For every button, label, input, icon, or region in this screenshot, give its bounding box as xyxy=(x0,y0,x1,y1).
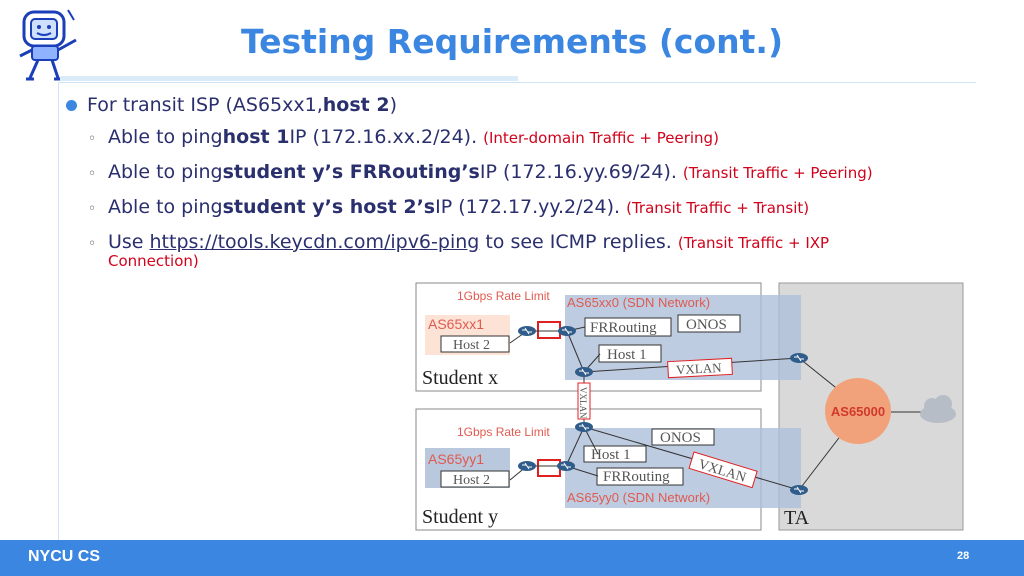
student-y-onos-box xyxy=(651,428,715,446)
sub-bullet-1-pre: Able to ping xyxy=(108,126,223,148)
router-icon xyxy=(517,460,537,472)
student-y-onos: ONOS xyxy=(660,430,701,446)
student-y-host2: Host 2 xyxy=(453,473,490,488)
title-underline xyxy=(60,76,518,81)
vxlan-x-tag: VXLAN xyxy=(667,357,733,379)
student-y-rate-limit: 1Gbps Rate Limit xyxy=(457,425,550,439)
student-x-host2: Host 2 xyxy=(453,338,490,353)
cloud-icon xyxy=(920,395,956,423)
main-bullet-bold: host 2 xyxy=(322,94,390,116)
ipv6-ping-link[interactable]: https://tools.keycdn.com/ipv6-ping xyxy=(149,231,480,253)
sub-bullet-4: ◦ Use https://tools.keycdn.com/ipv6-ping… xyxy=(88,225,966,260)
vxlan-vertical-label: VXLAN xyxy=(578,387,588,419)
sub-bullet-2-pre: Able to ping xyxy=(108,161,223,183)
sub-bullet-3-bold: student y’s host 2’s xyxy=(222,196,436,218)
sub-bullet-4-note: (Transit Traffic + IXP xyxy=(677,234,830,252)
footer-bar: NYCU CS 28 xyxy=(0,540,1024,576)
ta-label: TA xyxy=(784,507,810,529)
main-bullet-suffix: ) xyxy=(389,94,397,116)
student-x-as-label: AS65xx1 xyxy=(428,316,484,332)
student-x-frr: FRRouting xyxy=(590,320,657,336)
sub-bullet-3: ◦ Able to ping student y’s host 2’s IP (… xyxy=(88,190,966,225)
sub-bullet-1-note: (Inter-domain Traffic + Peering) xyxy=(483,129,719,147)
bullet-list: For transit ISP (AS65xx1, host 2) ◦ Able… xyxy=(66,90,966,270)
sub-bullet-4-post: to see ICMP replies. xyxy=(485,231,672,253)
sub-bullet-4-pre: Use xyxy=(108,231,144,253)
student-y-host1: Host 1 xyxy=(591,447,631,463)
sub-bullet-3-pre: Able to ping xyxy=(108,196,223,218)
sub-bullet-marker-icon: ◦ xyxy=(88,236,97,252)
content-frame xyxy=(58,82,976,541)
student-x-host2-box xyxy=(440,335,510,353)
router-icon xyxy=(557,325,577,337)
student-y-sdn-label: AS65yy0 (SDN Network) xyxy=(567,490,710,505)
sub-bullet-1: ◦ Able to ping host 1 IP (172.16.xx.2/24… xyxy=(88,120,966,155)
student-x-onos-box xyxy=(677,314,741,333)
sub-bullet-marker-icon: ◦ xyxy=(88,166,97,182)
router-icon xyxy=(789,352,809,364)
student-x-host1: Host 1 xyxy=(607,347,647,363)
router-icon xyxy=(556,460,576,472)
bullet-dot-icon xyxy=(66,99,77,111)
student-x-onos: ONOS xyxy=(686,317,727,333)
main-bullet-prefix: For transit ISP (AS65xx1, xyxy=(87,94,323,116)
sub-bullet-4-note-cont: Connection) xyxy=(108,252,199,270)
student-y-frr-box xyxy=(596,467,684,486)
student-x-sdn-label: AS65xx0 (SDN Network) xyxy=(567,295,710,310)
student-x-host1-box xyxy=(598,344,662,363)
page-title: Testing Requirements (cont.) xyxy=(240,22,784,61)
sub-bullet-2-post: IP (172.16.yy.69/24). xyxy=(479,161,677,183)
robot-logo-icon xyxy=(19,9,77,81)
sub-bullet-3-post: IP (172.17.yy.2/24). xyxy=(435,196,621,218)
as65000-node xyxy=(825,378,891,444)
student-y-host1-box xyxy=(583,445,647,463)
sub-bullet-3-note: (Transit Traffic + Transit) xyxy=(626,199,810,217)
router-icon xyxy=(574,421,594,433)
student-x-label: Student x xyxy=(422,367,498,389)
sub-bullet-2-bold: student y’s FRRouting’s xyxy=(222,161,480,183)
sub-bullet-1-bold: host 1 xyxy=(222,126,290,148)
student-y-label: Student y xyxy=(422,506,498,528)
sub-bullet-marker-icon: ◦ xyxy=(88,131,97,147)
as65000-label: AS65000 xyxy=(831,404,885,419)
vxlan-x-label: VXLAN xyxy=(676,360,723,377)
router-icon xyxy=(574,366,594,378)
student-y-frr: FRRouting xyxy=(603,469,670,485)
footer-label: NYCU CS xyxy=(28,548,101,565)
student-x-rate-limit: 1Gbps Rate Limit xyxy=(457,289,550,303)
sub-bullet-marker-icon: ◦ xyxy=(88,201,97,217)
vxlan-vertical-tag: VXLAN xyxy=(577,382,591,420)
student-y-host2-box xyxy=(440,470,510,488)
sub-bullet-1-post: IP (172.16.xx.2/24). xyxy=(289,126,478,148)
main-bullet: For transit ISP (AS65xx1, host 2) xyxy=(66,90,966,120)
sub-bullet-2: ◦ Able to ping student y’s FRRouting’s I… xyxy=(88,155,966,190)
sub-bullet-2-note: (Transit Traffic + Peering) xyxy=(682,164,873,182)
router-icon xyxy=(789,484,809,496)
student-y-as-label: AS65yy1 xyxy=(428,451,484,467)
router-icon xyxy=(517,325,537,337)
page-number: 28 xyxy=(957,550,970,562)
